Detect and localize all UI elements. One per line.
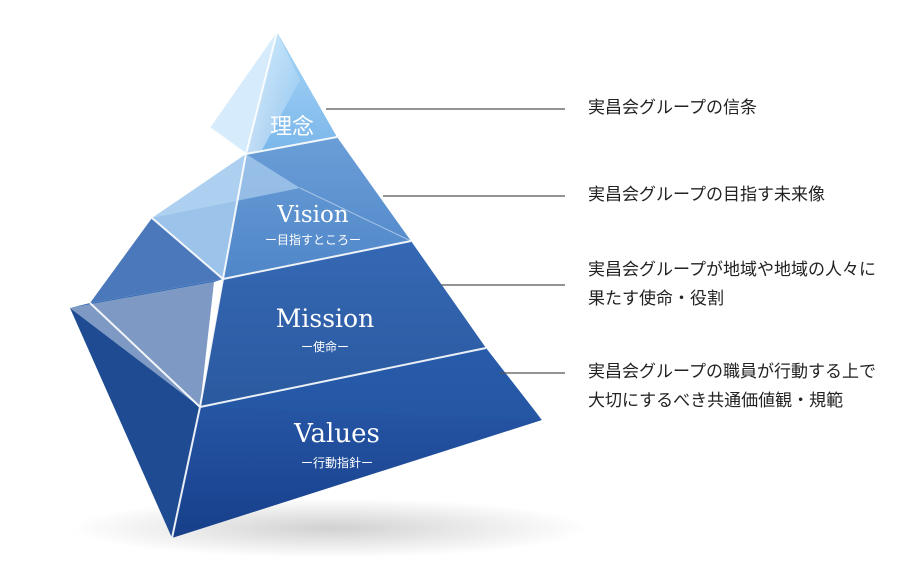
values-description-line1: 実昌会グループの職員が行動する上で	[588, 362, 876, 382]
values-subtitle: ー行動指針ー	[301, 455, 373, 470]
apex-title: 理念	[270, 115, 314, 140]
ground-shadow	[70, 498, 590, 558]
vision-description-text: 実昌会グループの目指す未来像	[588, 185, 825, 205]
tier-apex	[210, 32, 337, 154]
apex-description-text: 実昌会グループの信条	[588, 98, 757, 118]
tier-values	[70, 282, 542, 538]
vision-description: 実昌会グループの目指す未来像	[588, 181, 825, 210]
mission-title: Mission	[276, 304, 374, 333]
apex-description: 実昌会グループの信条	[588, 94, 757, 123]
vision-title: Vision	[276, 202, 349, 228]
vision-subtitle: ー目指すところー	[265, 232, 361, 247]
values-description: 実昌会グループの職員が行動する上で 大切にするべき共通価値観・規範	[588, 358, 876, 416]
mission-description-line2: 果たす使命・役割	[588, 289, 724, 309]
values-title: Values	[293, 419, 380, 449]
mission-subtitle: ー使命ー	[301, 339, 349, 354]
tier-separators	[89, 31, 487, 539]
mission-description: 実昌会グループが地域や地域の人々に 果たす使命・役割	[588, 256, 876, 314]
mission-description-line1: 実昌会グループが地域や地域の人々に	[588, 260, 876, 280]
leader-lines	[326, 108, 565, 374]
values-description-line2: 大切にするべき共通価値観・規範	[588, 391, 844, 411]
tier-vision	[152, 137, 411, 279]
